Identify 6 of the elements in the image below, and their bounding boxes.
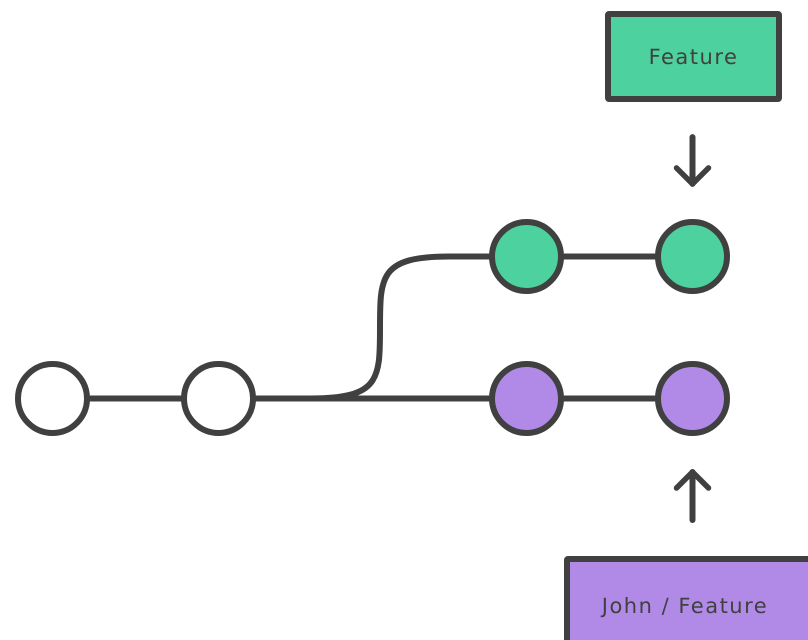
arrow bbox=[674, 469, 712, 523]
arrow bbox=[674, 134, 712, 187]
branch-label bbox=[605, 11, 782, 102]
branch-name: John / Feature bbox=[602, 594, 768, 618]
branch-name: Feature bbox=[648, 44, 738, 68]
branch-label bbox=[564, 556, 808, 640]
